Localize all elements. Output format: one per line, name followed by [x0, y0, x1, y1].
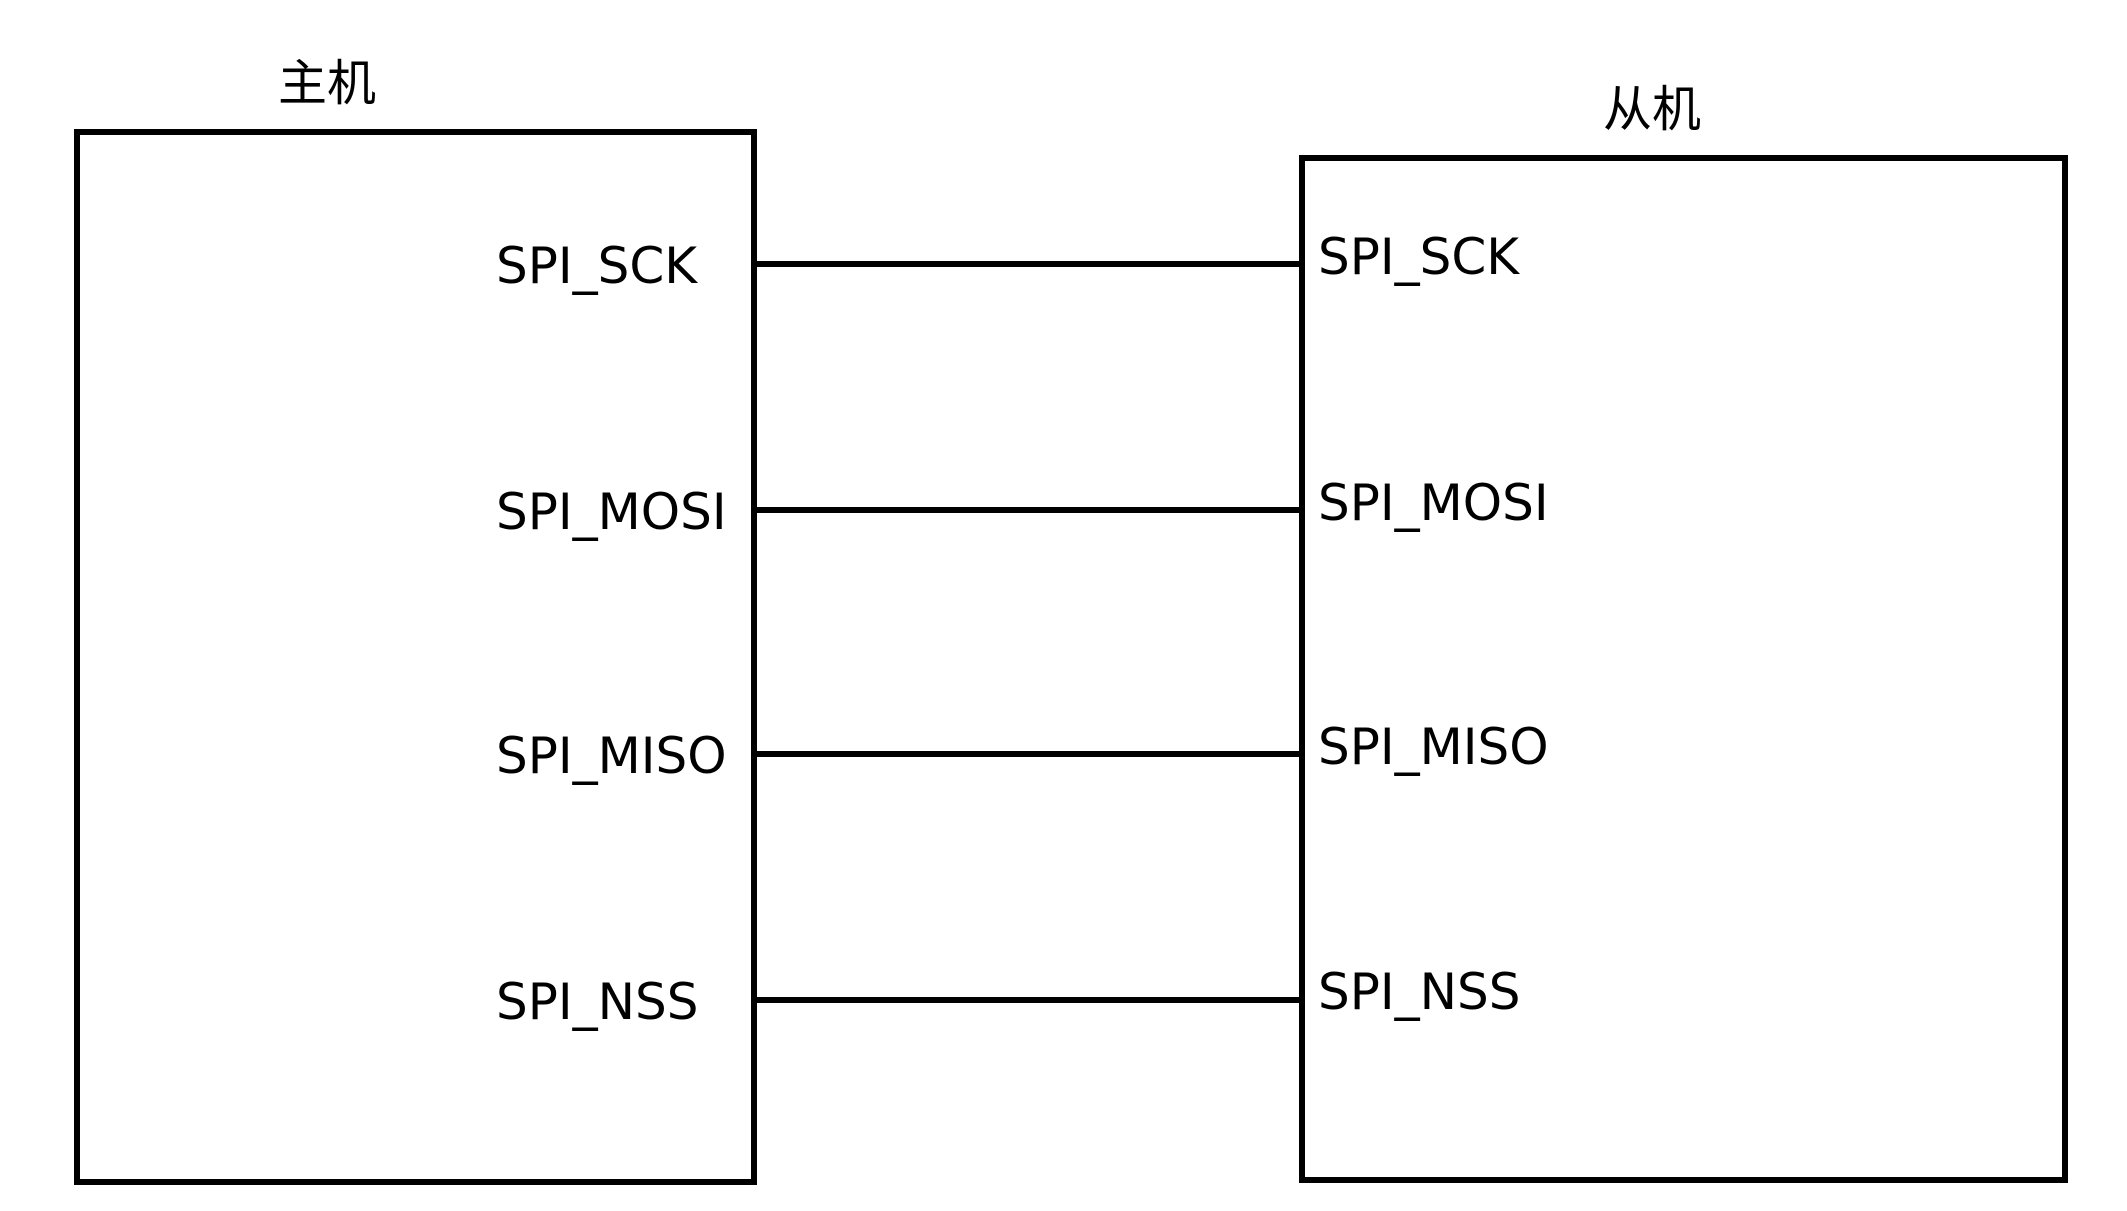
master-title: 主机 — [278, 55, 376, 112]
master-pin-nss: SPI_NSS — [496, 973, 699, 1031]
master-pin-sck: SPI_SCK — [496, 237, 698, 295]
slave-title: 从机 — [1603, 81, 1701, 138]
slave-pin-nss: SPI_NSS — [1318, 963, 1521, 1021]
slave-box — [1299, 155, 2068, 1183]
master-box — [74, 129, 757, 1185]
master-pin-miso: SPI_MISO — [496, 727, 727, 785]
slave-pin-miso: SPI_MISO — [1318, 718, 1549, 776]
master-pin-mosi: SPI_MOSI — [496, 483, 727, 541]
slave-pin-sck: SPI_SCK — [1318, 228, 1520, 286]
slave-pin-mosi: SPI_MOSI — [1318, 474, 1549, 532]
